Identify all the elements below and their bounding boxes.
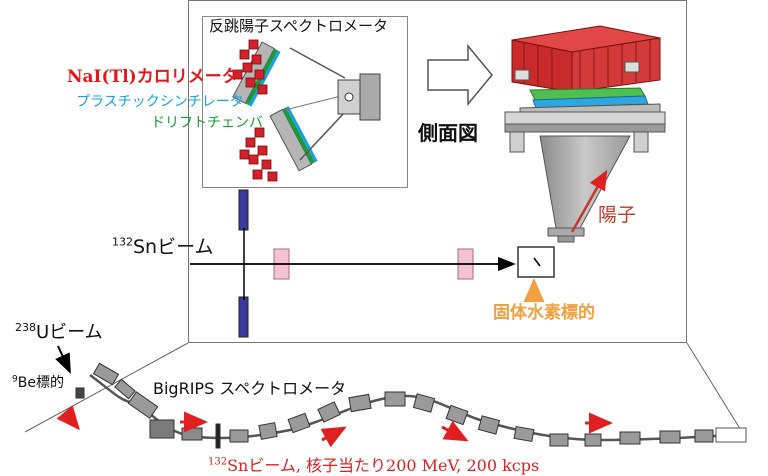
primary-beam-text: Uビーム bbox=[36, 322, 103, 343]
spectrometer-label: BigRIPS スペクトロメータ bbox=[153, 379, 347, 398]
beam-caption-mass: 132 bbox=[208, 456, 228, 468]
beam-label-text: Snビーム bbox=[133, 236, 214, 258]
hollow-arrow-icon bbox=[427, 43, 493, 107]
main-panel bbox=[188, 0, 687, 343]
scintillator-label: プラスチックシンチレータ bbox=[76, 94, 244, 110]
proton-label: 陽子 bbox=[598, 204, 637, 226]
side-view-label: 側面図 bbox=[418, 121, 478, 145]
production-target-text: Be標的 bbox=[17, 375, 64, 391]
primary-beam-arrow bbox=[55, 345, 71, 374]
beam-label-mass: 132 bbox=[112, 235, 133, 249]
beam-detector-lower bbox=[238, 296, 249, 338]
spectrometer-top-view bbox=[232, 39, 381, 182]
beam-detector-upper bbox=[238, 189, 249, 231]
spectrometer-side-view bbox=[504, 25, 666, 243]
beam-caption: 132Snビーム, 核子当たり200 MeV, 200 kcps bbox=[208, 452, 539, 476]
production-target-mass: 9 bbox=[12, 374, 18, 385]
target-box bbox=[517, 246, 555, 278]
inset-title: 反跳陽子スペクトロメータ bbox=[209, 17, 388, 35]
beamline-end-box bbox=[715, 427, 747, 443]
proton-arrow bbox=[570, 169, 608, 233]
bigrips-beamline bbox=[75, 362, 717, 449]
calorimeter-label: NaI(Tl)カロリメータ bbox=[67, 67, 239, 87]
production-target-label: 9Be標的 bbox=[12, 372, 64, 392]
target-label: 固体水素標的 bbox=[493, 303, 595, 323]
drift-chamber-label: ドリフトチェンバ bbox=[151, 115, 263, 131]
beam-direction-arrows bbox=[56, 405, 613, 448]
beam-caption-text: Snビーム, 核子当たり200 MeV, 200 kcps bbox=[227, 456, 540, 475]
primary-beam-label: 238Uビーム bbox=[15, 318, 103, 344]
beam-label: 132Snビーム bbox=[112, 232, 214, 259]
primary-beam-mass: 238 bbox=[15, 321, 36, 334]
